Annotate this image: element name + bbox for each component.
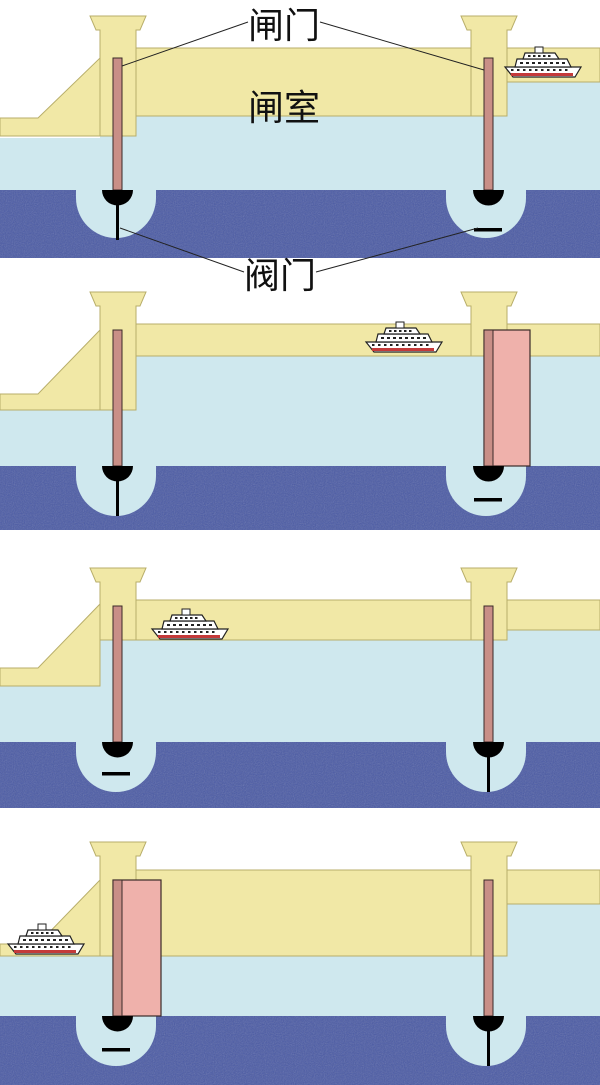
stage-2 [0, 291, 600, 530]
valve-left-closed [102, 190, 133, 206]
valve-right-open [473, 190, 504, 206]
gate-label: 闸门 [248, 6, 320, 47]
stage-3 [0, 567, 600, 808]
valve-label: 阀门 [244, 256, 316, 297]
stage-1: 闸门 闸室 [0, 6, 600, 258]
chamber-label: 闸室 [248, 88, 320, 129]
stage-4 [0, 841, 600, 1085]
